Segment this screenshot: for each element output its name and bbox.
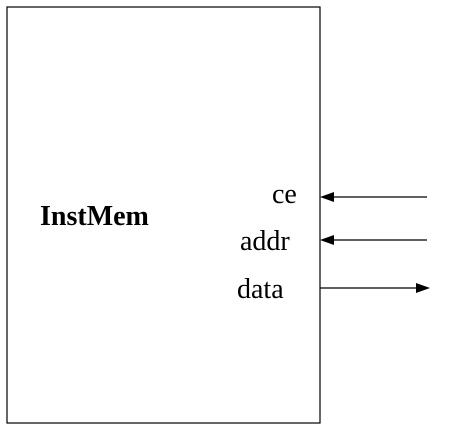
- block-title: InstMem: [40, 201, 149, 232]
- ce-input-arrow: [320, 192, 427, 202]
- addr-input-arrow: [320, 235, 427, 245]
- data-arrowhead: [416, 283, 430, 293]
- memory-block: [6, 6, 321, 424]
- port-label-ce: ce: [272, 179, 297, 210]
- port-label-addr: addr: [240, 226, 290, 257]
- addr-arrowhead: [320, 235, 334, 245]
- ce-arrowhead: [320, 192, 334, 202]
- port-label-data: data: [237, 274, 284, 305]
- data-output-arrow: [320, 283, 430, 293]
